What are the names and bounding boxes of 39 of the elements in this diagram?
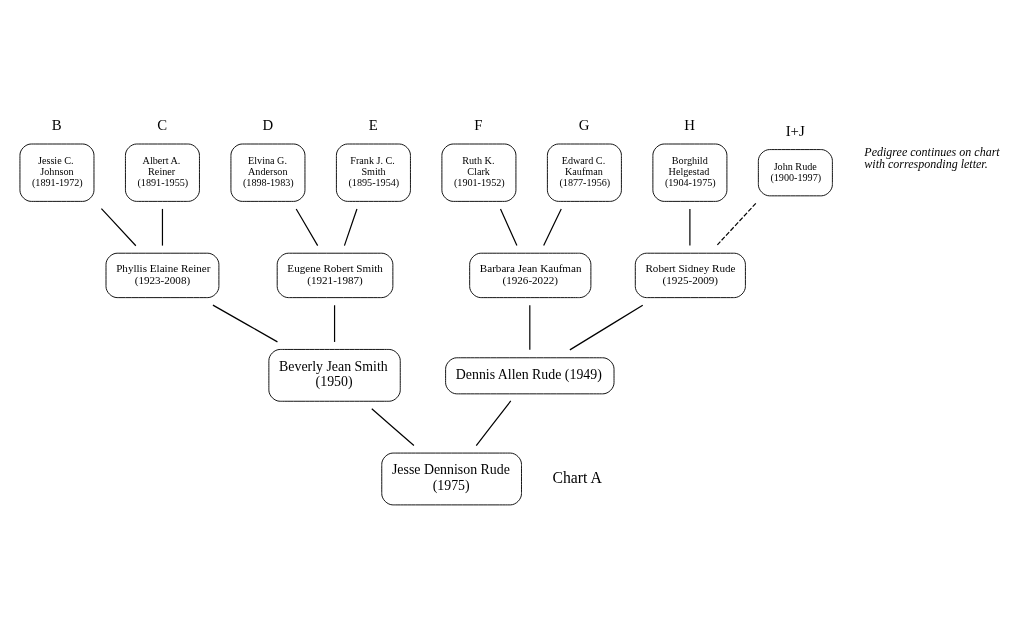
connector xyxy=(295,207,319,246)
node-box: Beverly Jean Smith (1950) xyxy=(268,348,401,402)
node-box: Jesse Dennison Rude (1975) xyxy=(381,452,522,505)
connector xyxy=(343,207,358,246)
connector xyxy=(475,399,512,446)
node-box: Borghild Helgestad (1904-1975) xyxy=(652,143,728,202)
connector xyxy=(371,407,415,446)
node-box: Albert A. Reiner (1891-1955) xyxy=(124,143,200,202)
node-box: Jessie C. Johnson (1891-1972) xyxy=(19,143,95,202)
connector xyxy=(569,304,644,350)
connector xyxy=(100,207,137,246)
node-box: John Rude (1900-1997) xyxy=(757,148,833,196)
node-box: Barbara Jean Kaufman (1926-2022) xyxy=(469,252,592,298)
connector xyxy=(689,207,691,246)
label: Pedigree continues on chart with corresponding letter. xyxy=(864,144,1000,171)
connector xyxy=(333,304,336,343)
connector xyxy=(543,207,562,246)
node-box: Robert Sidney Rude (1925-2009) xyxy=(634,252,746,298)
node-box: Phyllis Elaine Reiner (1923-2008) xyxy=(105,252,220,298)
connector xyxy=(212,304,279,342)
node-box: Dennis Allen Rude (1949) xyxy=(445,356,615,394)
node-box: Elvina G. Anderson (1898-1983) xyxy=(230,143,306,202)
node-label: D xyxy=(262,116,274,133)
node-label: G xyxy=(578,116,590,133)
label: Chart A xyxy=(552,468,602,486)
node-label: I+J xyxy=(785,122,805,138)
connector xyxy=(529,304,531,350)
node-box: Eugene Robert Smith (1921-1987) xyxy=(276,252,394,298)
node-box: Frank J. C. Smith (1895-1954) xyxy=(335,143,411,202)
node-label: B xyxy=(51,116,62,133)
node-label: F xyxy=(474,116,483,133)
node-label: C xyxy=(157,116,168,133)
connector xyxy=(161,207,164,246)
node-box: Edward C. Kaufman (1877-1956) xyxy=(546,143,622,202)
node-label: E xyxy=(368,116,378,133)
connector xyxy=(715,202,757,246)
connector xyxy=(499,207,518,246)
node-label: H xyxy=(684,116,696,133)
node-box: Ruth K. Clark (1901-1952) xyxy=(441,143,517,202)
